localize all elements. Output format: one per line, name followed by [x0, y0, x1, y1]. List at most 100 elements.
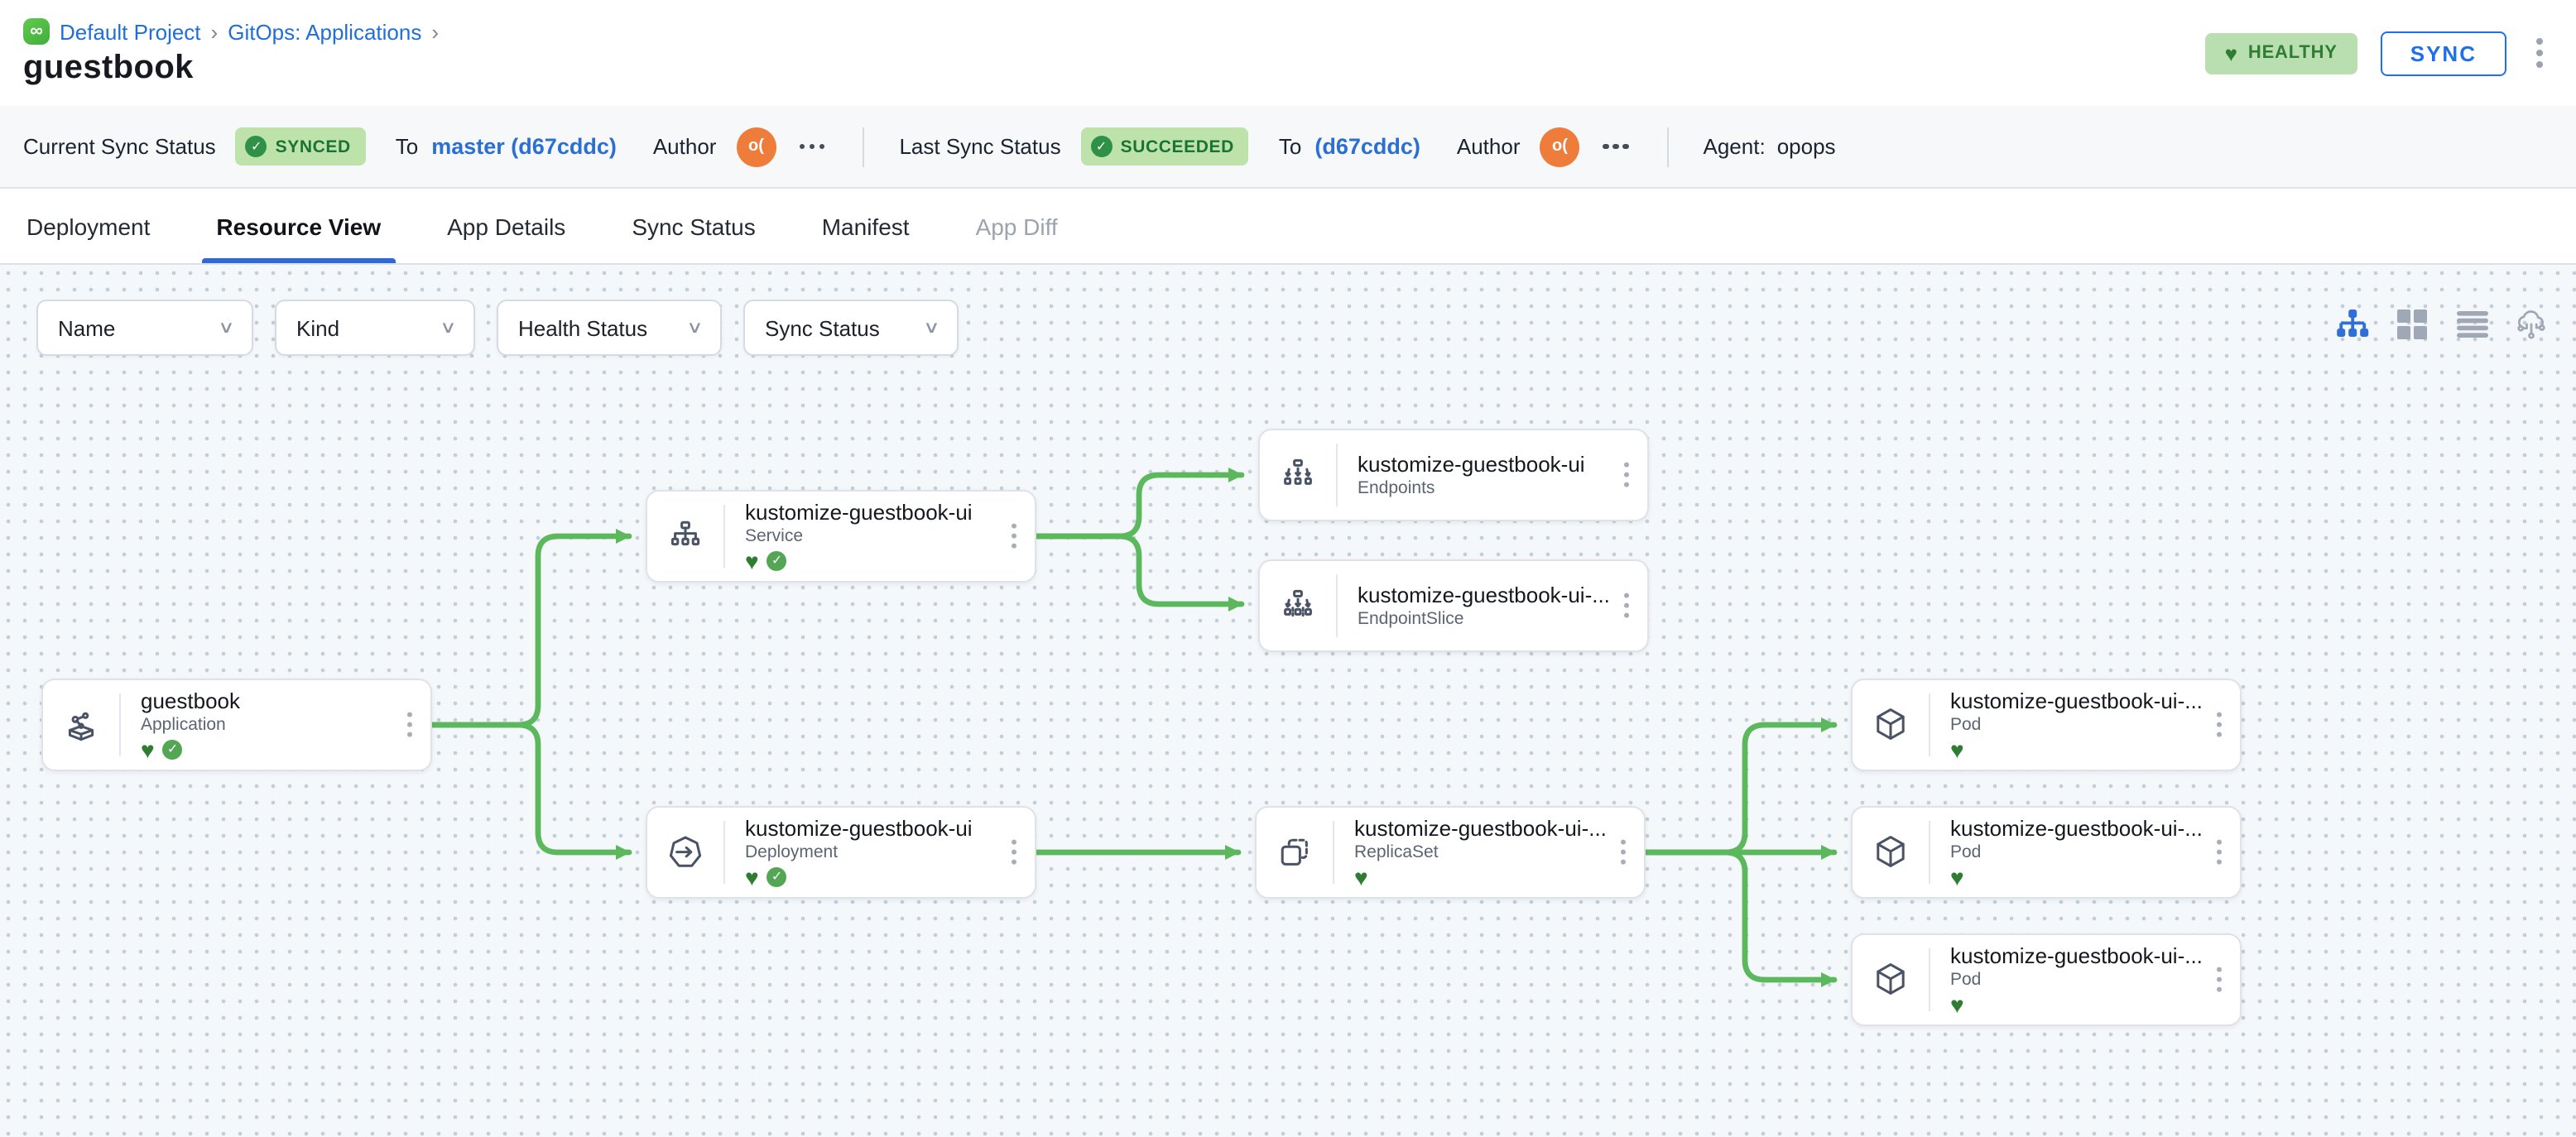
service-icon	[647, 516, 723, 556]
node-endpoints[interactable]: kustomize-guestbook-ui Endpoints	[1258, 429, 1649, 521]
divider	[1336, 444, 1338, 506]
list-view-icon[interactable]	[2455, 308, 2488, 341]
node-service[interactable]: kustomize-guestbook-ui Service ♥ ✓	[646, 490, 1036, 583]
last-sync-more-button[interactable]	[1600, 137, 1632, 156]
current-sync-more-button[interactable]	[795, 137, 828, 156]
agent-label: Agent:	[1703, 134, 1766, 159]
healthy-heart-icon: ♥	[745, 548, 759, 574]
node-menu-button[interactable]	[2211, 962, 2227, 998]
node-kind: EndpointSlice	[1358, 609, 1464, 629]
node-menu-button[interactable]	[1006, 835, 1021, 871]
node-menu-button[interactable]	[401, 708, 417, 743]
node-title: kustomize-guestbook-ui-...	[1950, 816, 2203, 841]
node-title: kustomize-guestbook-ui	[745, 500, 973, 525]
tab-deployment[interactable]: Deployment	[26, 213, 151, 239]
application-icon	[43, 705, 119, 745]
node-pod-1[interactable]: kustomize-guestbook-ui-... Pod ♥	[1851, 679, 2242, 771]
tree-view-icon[interactable]	[2336, 308, 2369, 341]
grid-view-icon[interactable]	[2396, 308, 2429, 341]
node-menu-button[interactable]	[2211, 708, 2227, 743]
heart-icon: ♥	[2224, 41, 2238, 65]
breadcrumb-section-link[interactable]: GitOps: Applications	[228, 19, 422, 44]
resource-graph-canvas[interactable]: Name∨ Kind∨ Health Status∨ Sync Status∨	[0, 265, 2576, 1137]
chevron-down-icon: ∨	[439, 319, 456, 337]
divider	[1929, 693, 1930, 756]
tab-app-details[interactable]: App Details	[447, 213, 566, 239]
endpointslice-icon	[1260, 586, 1336, 626]
node-title: kustomize-guestbook-ui-...	[1950, 688, 2203, 713]
filter-kind-dropdown[interactable]: Kind∨	[275, 300, 475, 356]
current-sync-target-link[interactable]: master (d67cddc)	[431, 134, 617, 159]
divider	[1929, 948, 1930, 1011]
current-sync-badge-text: SYNCED	[275, 137, 351, 156]
to-label: To	[1278, 134, 1302, 159]
header-more-menu-button[interactable]	[2530, 35, 2550, 71]
check-circle-icon: ✓	[1090, 136, 1113, 157]
current-sync-status-label: Current Sync Status	[23, 134, 216, 159]
synced-check-icon: ✓	[162, 740, 183, 760]
node-kind: Pod	[1950, 842, 1982, 862]
last-sync-badge-text: SUCCEEDED	[1120, 137, 1234, 156]
last-sync-target-link[interactable]: (d67cddc)	[1314, 134, 1420, 159]
sync-button[interactable]: SYNC	[2380, 31, 2506, 75]
node-application-guestbook[interactable]: guestbook Application ♥ ✓	[41, 679, 432, 771]
node-pod-2[interactable]: kustomize-guestbook-ui-... Pod ♥	[1851, 806, 2242, 899]
healthy-heart-icon: ♥	[141, 736, 155, 763]
tab-manifest[interactable]: Manifest	[821, 213, 910, 239]
filter-sync-status-dropdown[interactable]: Sync Status ∨	[743, 300, 959, 356]
node-endpointslice[interactable]: kustomize-guestbook-ui-... EndpointSlice	[1258, 559, 1649, 652]
healthy-heart-icon: ♥	[745, 864, 759, 890]
synced-check-icon: ✓	[767, 867, 787, 887]
author-label: Author	[1456, 134, 1521, 159]
healthy-heart-icon: ♥	[1950, 736, 1964, 763]
node-menu-button[interactable]	[1618, 588, 1634, 624]
pod-icon	[1853, 832, 1929, 872]
divider	[863, 127, 865, 166]
breadcrumb: ∞ Default Project › GitOps: Applications…	[23, 18, 439, 45]
tab-bar: Deployment Resource View App Details Syn…	[0, 189, 2576, 265]
node-deployment[interactable]: kustomize-guestbook-ui Deployment ♥ ✓	[646, 806, 1036, 899]
node-kind: Endpoints	[1358, 478, 1435, 498]
node-title: kustomize-guestbook-ui	[745, 816, 973, 841]
tab-sync-status[interactable]: Sync Status	[632, 213, 756, 239]
node-title: kustomize-guestbook-ui-...	[1358, 583, 1610, 607]
filter-name-dropdown[interactable]: Name∨	[36, 300, 253, 356]
chevron-right-icon: ›	[210, 19, 219, 44]
breadcrumb-project-link[interactable]: Default Project	[60, 19, 201, 44]
node-replicaset[interactable]: kustomize-guestbook-ui-... ReplicaSet ♥	[1255, 806, 1646, 899]
filter-bar: Name∨ Kind∨ Health Status∨ Sync Status∨	[36, 300, 959, 356]
node-menu-button[interactable]	[2211, 835, 2227, 871]
pod-icon	[1853, 705, 1929, 745]
author-avatar: o(	[1540, 127, 1580, 166]
last-sync-status-label: Last Sync Status	[899, 134, 1061, 159]
node-menu-button[interactable]	[1615, 835, 1631, 871]
node-pod-3[interactable]: kustomize-guestbook-ui-... Pod ♥	[1851, 933, 2242, 1026]
node-kind: Pod	[1950, 715, 1982, 735]
divider	[1666, 127, 1669, 166]
filter-health-status-dropdown[interactable]: Health Status∨	[497, 300, 722, 356]
divider	[723, 505, 725, 568]
author-avatar: o(	[736, 127, 776, 166]
cluster-view-icon[interactable]	[2515, 308, 2548, 341]
health-status-label: HEALTHY	[2247, 43, 2338, 63]
check-circle-icon: ✓	[245, 136, 267, 157]
agent-value: opops	[1776, 134, 1836, 159]
replicaset-icon	[1257, 832, 1333, 872]
current-sync-status-badge: ✓ SYNCED	[235, 127, 366, 166]
chevron-down-icon: ∨	[922, 319, 940, 337]
tab-app-diff: App Diff	[975, 213, 1058, 239]
node-title: kustomize-guestbook-ui-...	[1950, 943, 2203, 968]
tab-resource-view[interactable]: Resource View	[201, 189, 396, 263]
endpoints-icon	[1260, 455, 1336, 495]
node-menu-button[interactable]	[1618, 458, 1634, 493]
divider	[119, 693, 121, 756]
divider	[1333, 821, 1334, 884]
pod-icon	[1853, 960, 1929, 1000]
last-sync-status-badge: ✓ SUCCEEDED	[1080, 127, 1249, 166]
filter-label: Sync Status	[765, 315, 880, 340]
health-status-badge: ♥ HEALTHY	[2204, 32, 2357, 74]
filter-label: Name	[58, 315, 116, 340]
author-label: Author	[652, 134, 717, 159]
node-menu-button[interactable]	[1006, 519, 1021, 554]
